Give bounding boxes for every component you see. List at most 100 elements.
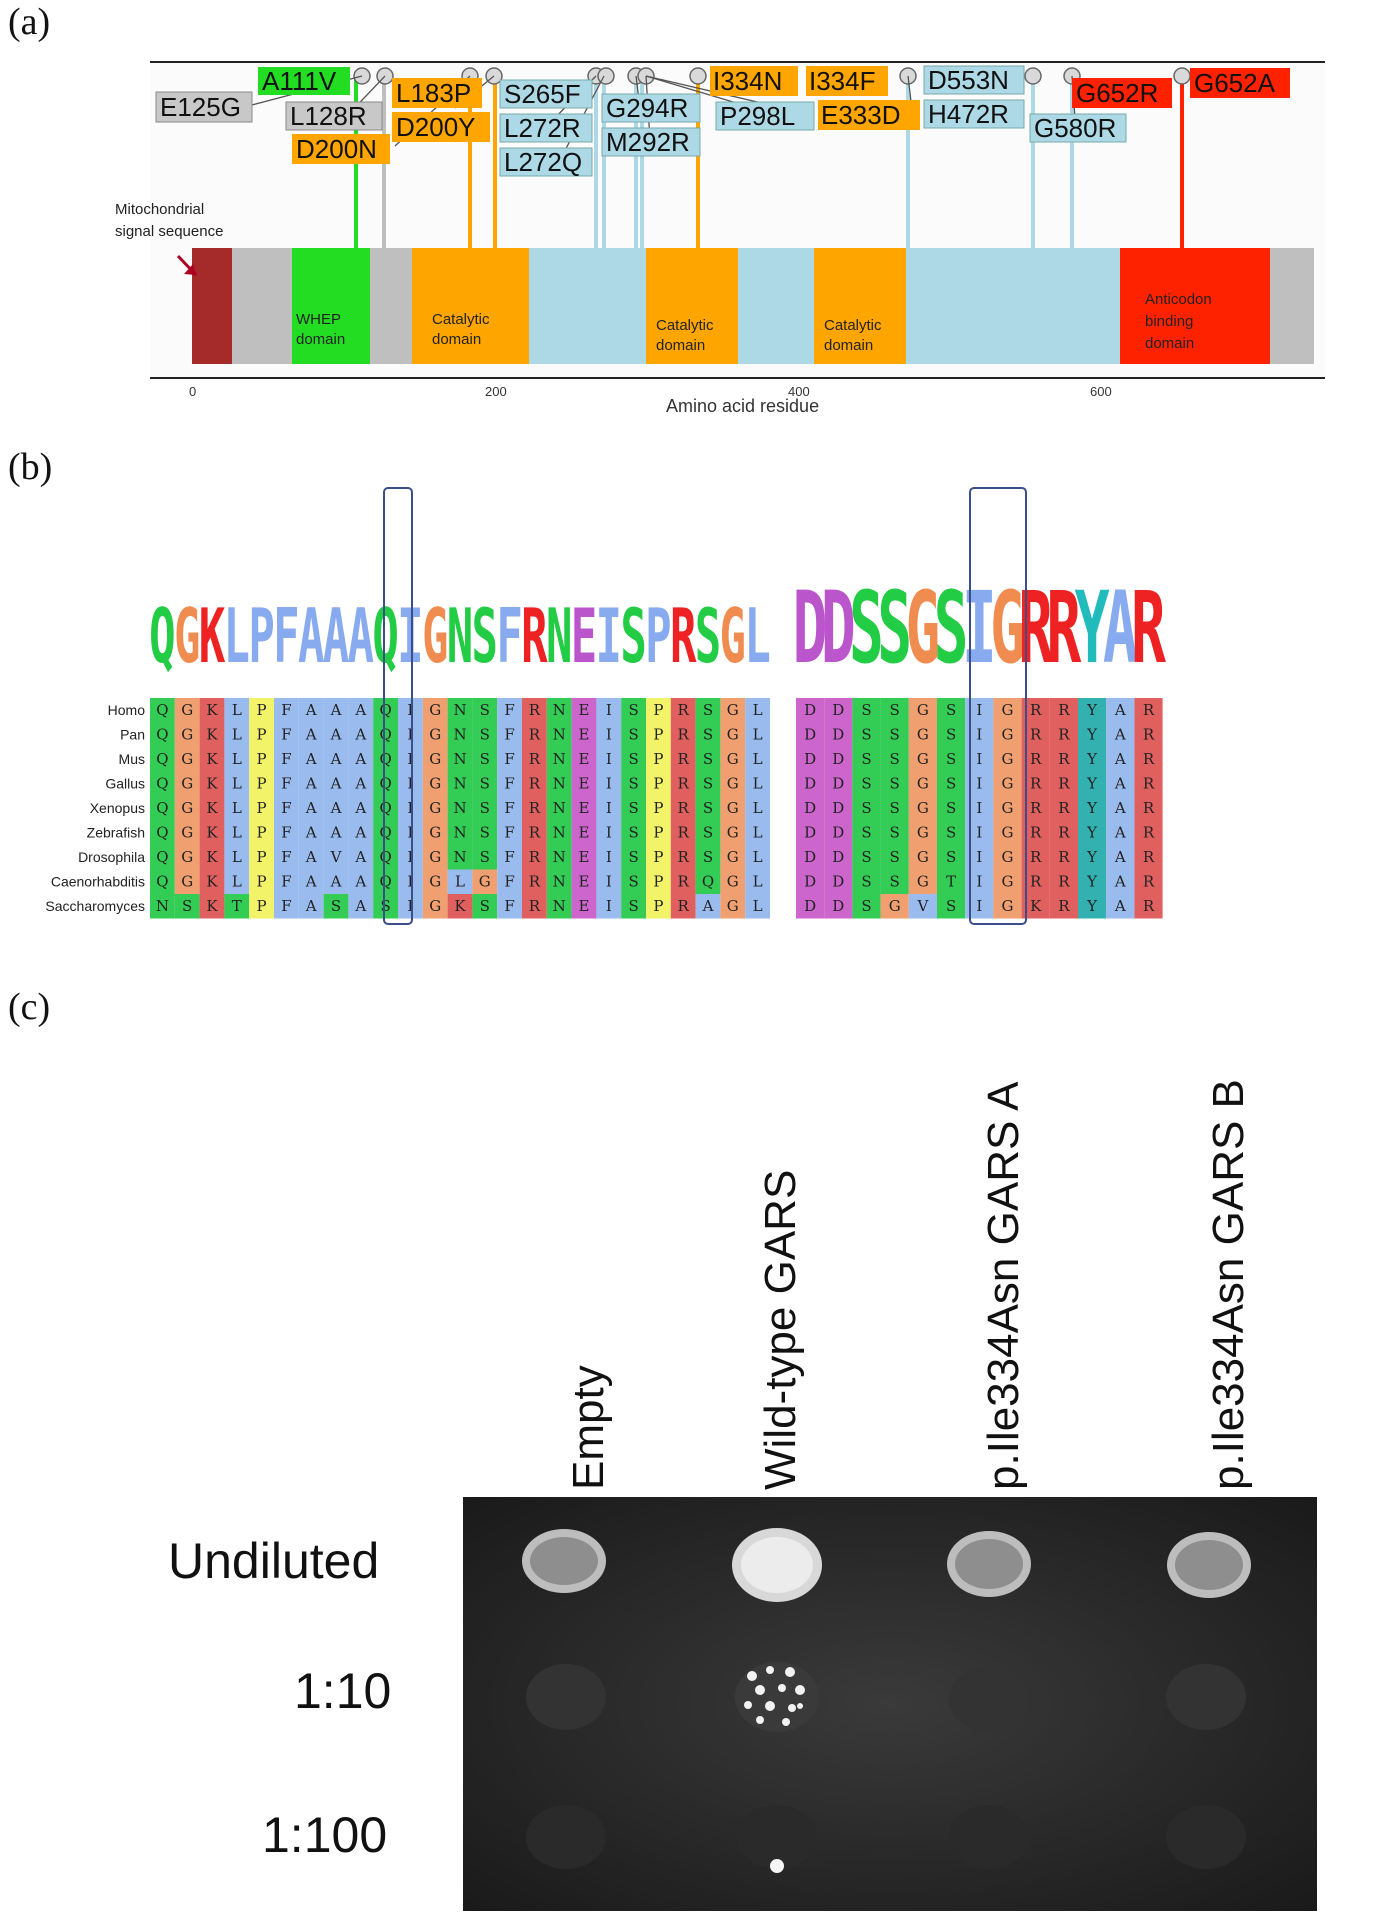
yeast-spot bbox=[1166, 1805, 1246, 1869]
alignment-cell bbox=[621, 747, 646, 772]
alignment-cell bbox=[646, 820, 671, 845]
alignment-residue: A bbox=[1114, 775, 1126, 793]
alignment-residue: I bbox=[976, 775, 982, 793]
species-label: Zebrafish bbox=[87, 825, 145, 841]
alignment-residue: D bbox=[804, 897, 816, 915]
alignment-residue: A bbox=[354, 824, 366, 842]
alignment-cell bbox=[571, 894, 597, 919]
alignment-cell bbox=[1106, 820, 1135, 845]
yeast-spot bbox=[1166, 1664, 1246, 1730]
alignment-residue: S bbox=[628, 824, 638, 842]
alignment-cell bbox=[908, 820, 937, 845]
alignment-cell bbox=[824, 698, 853, 723]
alignment-cell bbox=[1049, 845, 1078, 870]
alignment-residue: P bbox=[653, 701, 663, 719]
logo-letter: R bbox=[1046, 572, 1081, 687]
alignment-cell bbox=[670, 820, 696, 845]
alignment-residue: S bbox=[946, 775, 956, 793]
species-label: Gallus bbox=[105, 776, 145, 792]
alignment-cell bbox=[472, 796, 498, 821]
alignment-residue: G bbox=[727, 750, 739, 768]
alignment-cell bbox=[852, 894, 881, 919]
alignment-cell bbox=[852, 820, 881, 845]
alignment-cell bbox=[621, 820, 646, 845]
alignment-cell bbox=[497, 869, 522, 894]
alignment-cell bbox=[348, 747, 374, 772]
alignment-cell bbox=[398, 869, 423, 894]
alignment-residue: E bbox=[579, 726, 590, 744]
alignment-residue: G bbox=[1002, 897, 1014, 915]
alignment-residue: G bbox=[727, 824, 739, 842]
alignment-residue: R bbox=[1058, 750, 1070, 768]
species-label: Homo bbox=[108, 702, 146, 718]
alignment-cell bbox=[274, 747, 299, 772]
alignment-residue: D bbox=[832, 726, 844, 744]
species-label: Mus bbox=[119, 751, 145, 767]
alignment-cell bbox=[522, 869, 547, 894]
anticodon-binding-domain bbox=[1120, 248, 1270, 364]
alignment-cell bbox=[670, 722, 696, 747]
alignment-cell bbox=[852, 771, 881, 796]
highlight-box-right bbox=[969, 487, 1027, 925]
alignment-cell bbox=[422, 820, 448, 845]
alignment-residue: R bbox=[678, 726, 690, 744]
alignment-cell bbox=[720, 698, 746, 723]
alignment-residue: E bbox=[579, 873, 590, 891]
alignment-cell bbox=[249, 722, 274, 747]
alignment-cell bbox=[670, 796, 696, 821]
logo-letter: G bbox=[422, 594, 448, 681]
alignment-cell bbox=[670, 747, 696, 772]
alignment-residue: N bbox=[453, 775, 466, 793]
alignment-residue: A bbox=[305, 848, 317, 866]
alignment-cell bbox=[447, 698, 473, 723]
alignment-cell bbox=[199, 771, 225, 796]
species-label: Saccharomyces bbox=[45, 898, 145, 914]
alignment-residue: A bbox=[1114, 726, 1126, 744]
alignment-residue: A bbox=[330, 799, 342, 817]
alignment-cell bbox=[745, 869, 770, 894]
alignment-residue: L bbox=[232, 775, 242, 793]
alignment-cell bbox=[348, 869, 374, 894]
logo-letter: D bbox=[793, 572, 828, 687]
alignment-cell bbox=[373, 894, 398, 919]
domain-label: domain bbox=[824, 337, 873, 354]
logo-letter: S bbox=[849, 572, 884, 687]
alignment-residue: D bbox=[832, 897, 844, 915]
alignment-residue: F bbox=[504, 701, 514, 719]
dilution-label: 1:100 bbox=[262, 1807, 387, 1863]
alignment-cell bbox=[298, 771, 324, 796]
alignment-residue: I bbox=[407, 750, 413, 768]
alignment-cell bbox=[571, 747, 597, 772]
alignment-residue: I bbox=[407, 726, 413, 744]
alignment-cell bbox=[1106, 796, 1135, 821]
alignment-residue: A bbox=[354, 750, 366, 768]
alignment-cell bbox=[1049, 771, 1078, 796]
alignment-residue: F bbox=[281, 726, 291, 744]
logo-letter: F bbox=[273, 594, 299, 681]
alignment-cell bbox=[546, 747, 572, 772]
alignment-cell bbox=[398, 894, 423, 919]
alignment-cell bbox=[249, 698, 274, 723]
alignment-residue: G bbox=[181, 750, 193, 768]
alignment-residue: S bbox=[703, 848, 713, 866]
alignment-residue: N bbox=[553, 897, 566, 915]
x-tick: 200 bbox=[485, 384, 507, 399]
alignment-cell bbox=[323, 820, 349, 845]
alignment-cell bbox=[1049, 747, 1078, 772]
alignment-cell bbox=[993, 869, 1022, 894]
alignment-cell bbox=[249, 796, 274, 821]
alignment-residue: L bbox=[753, 848, 763, 866]
alignment-cell bbox=[695, 698, 721, 723]
alignment-cell bbox=[274, 796, 299, 821]
alignment-cell bbox=[1049, 869, 1078, 894]
alignment-residue: I bbox=[407, 848, 413, 866]
alignment-cell bbox=[199, 845, 225, 870]
alignment-residue: N bbox=[553, 873, 566, 891]
alignment-cell bbox=[150, 698, 175, 723]
alignment-residue: G bbox=[181, 775, 193, 793]
alignment-cell bbox=[824, 747, 853, 772]
domain-label: domain bbox=[296, 331, 345, 348]
alignment-cell bbox=[546, 820, 572, 845]
alignment-cell bbox=[546, 796, 572, 821]
alignment-residue: S bbox=[861, 750, 871, 768]
